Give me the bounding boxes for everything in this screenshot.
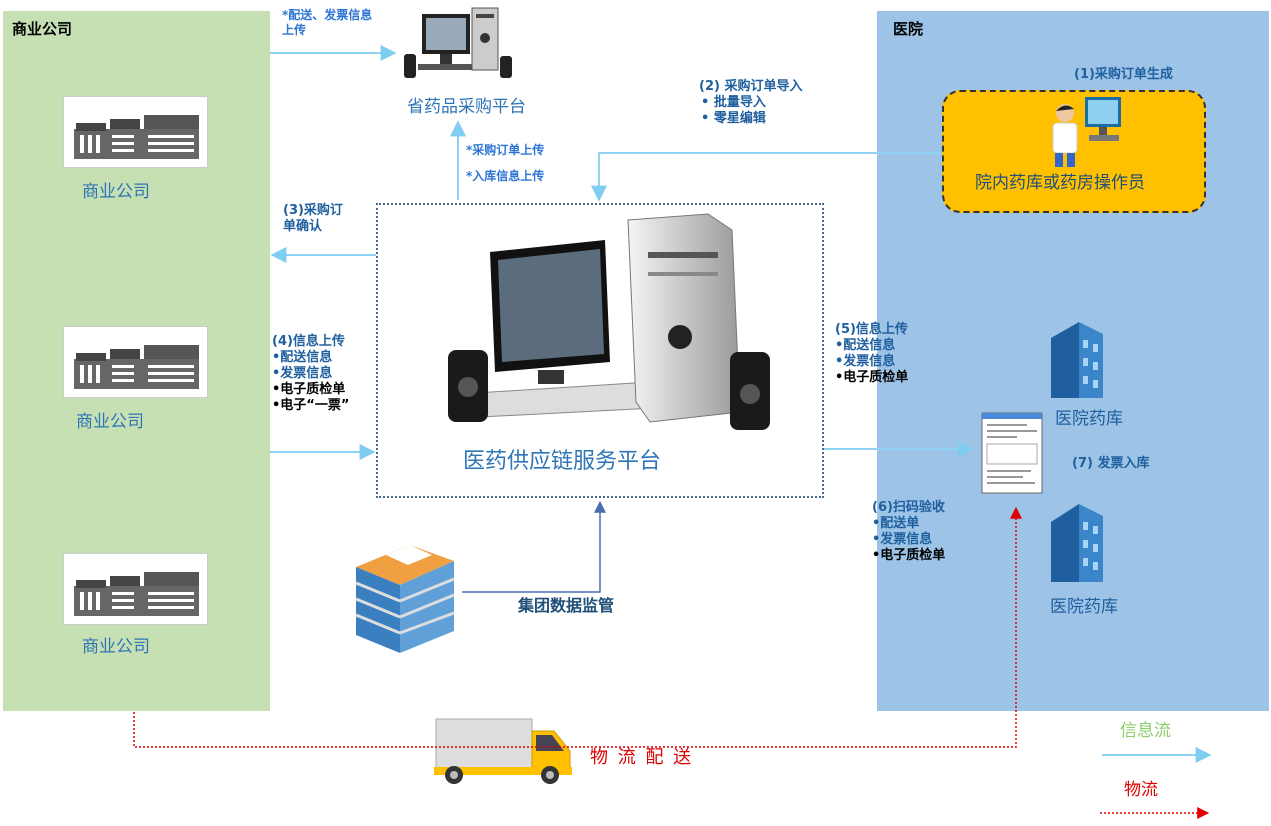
hospital-panel-title: 医院 — [893, 20, 924, 38]
platform-upload-notes: *采购订单上传*入库信息上传 — [466, 143, 545, 183]
step5-block: (5)信息上传 •配送信息 •发票信息 •电子质检单 — [835, 322, 909, 385]
company-label-3: 商业公司 — [82, 637, 150, 657]
hospital-building-icon — [1051, 504, 1103, 582]
legend-logistics-label: 物流 — [1124, 780, 1158, 800]
office-building-icon — [74, 572, 199, 616]
group-building-icon — [355, 545, 455, 653]
business-panel-title: 商业公司 — [12, 20, 73, 38]
operator-icon — [1052, 97, 1121, 167]
logistics-route — [133, 506, 1022, 748]
office-building-icon — [74, 345, 199, 389]
logistics-delivery-label: 物 流 配 送 — [590, 747, 694, 768]
provincial-platform-label: 省药品采购平台 — [407, 97, 526, 117]
step1-label: (1)采购订单生成 — [1074, 67, 1173, 82]
company-label-2: 商业公司 — [76, 412, 144, 432]
company-building-image — [63, 96, 208, 168]
step4-block: (4)信息上传 •配送信息 •发票信息 •电子质检单 •电子“一票” — [272, 334, 350, 413]
company-building-image — [63, 553, 208, 625]
arrow-group-to-platform — [462, 500, 606, 593]
top-upload-note: *配送、发票信息上传 — [282, 8, 373, 37]
group-supervision-label: 集团数据监管 — [518, 596, 615, 615]
supply-chain-platform-label: 医药供应链服务平台 — [463, 449, 662, 474]
step3-block: (3)采购订单确认 — [283, 203, 343, 234]
arrow-hospital-to-platform — [591, 152, 942, 202]
step6-block: (6)扫码验收 •配送单 •发票信息 •电子质检单 — [872, 500, 946, 563]
office-building-icon — [74, 115, 199, 159]
company-building-image — [63, 326, 208, 398]
warehouse-label-2: 医院药库 — [1050, 597, 1118, 617]
hospital-building-icon — [1051, 322, 1103, 398]
step2-block: (2) 采购订单导入 • 批量导入 • 零星编辑 — [699, 79, 803, 126]
platform-computer-icon — [448, 213, 770, 430]
step7-label: (7) 发票入库 — [1072, 456, 1150, 471]
truck-icon — [434, 718, 572, 784]
document-icon — [981, 412, 1043, 494]
legend-info-flow-label: 信息流 — [1120, 721, 1171, 741]
operator-label: 院内药库或药房操作员 — [975, 173, 1145, 193]
company-label-1: 商业公司 — [82, 182, 150, 202]
provincial-computer-icon — [404, 7, 512, 78]
warehouse-label-1: 医院药库 — [1055, 409, 1123, 429]
